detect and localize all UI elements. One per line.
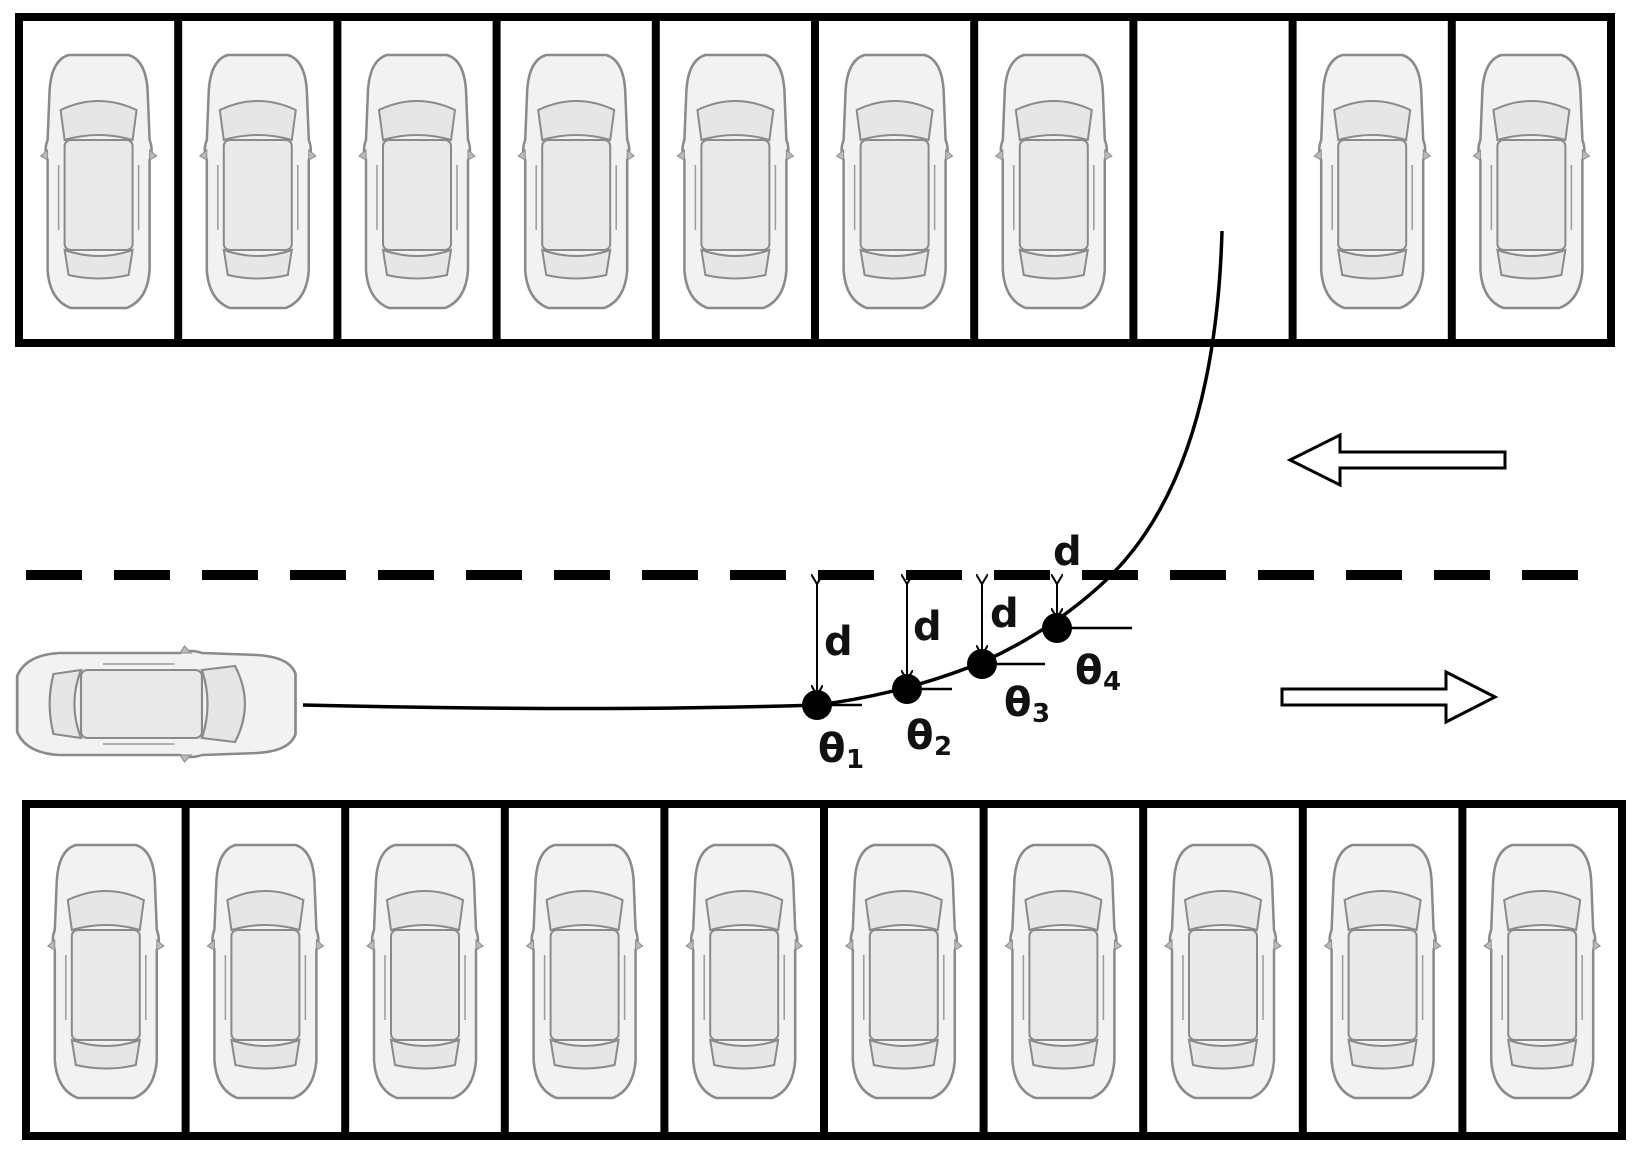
svg-text:4: 4: [1103, 667, 1121, 697]
top-row-parked-car: [357, 53, 477, 310]
moving-car: [15, 644, 297, 764]
theta-label-2: θ 2: [906, 713, 952, 762]
top-row-parked-car: [835, 53, 954, 310]
svg-text:3: 3: [1032, 699, 1050, 729]
d-label-3: d: [990, 591, 1019, 637]
bottom-row-parked-car: [365, 843, 485, 1100]
top-row-parked-car: [198, 53, 318, 310]
top-row-empty-slot: [1139, 23, 1286, 337]
bottom-row-parked-car: [844, 843, 964, 1100]
d-label-1: d: [824, 619, 853, 665]
top-row-parked-car: [516, 53, 636, 310]
bottom-row-parked-car: [1163, 843, 1283, 1100]
distance-arrows: [817, 584, 1057, 695]
trajectory-point-1: [802, 690, 832, 720]
trajectory-points: [802, 613, 1072, 720]
theta-label-1: θ 1: [818, 726, 864, 775]
svg-text:θ: θ: [906, 713, 933, 759]
bottom-row-parked-car: [46, 843, 166, 1100]
svg-text:2: 2: [934, 732, 952, 762]
svg-text:θ: θ: [1075, 648, 1102, 694]
bottom-row-parked-car: [684, 843, 804, 1100]
top-row-parked-car: [676, 53, 795, 310]
bottom-row-parked-car: [206, 843, 325, 1100]
svg-text:θ: θ: [818, 726, 845, 772]
d-label-2: d: [913, 604, 942, 650]
d-label-4: d: [1053, 529, 1082, 575]
hollow-arrow-right-icon: [1280, 669, 1499, 725]
bottom-row-parked-car: [1004, 843, 1123, 1100]
top-row-parked-car: [994, 53, 1114, 310]
bottom-parking-row: [22, 800, 1626, 1140]
bottom-row-parked-car: [1323, 843, 1442, 1100]
theta-label-3: θ 3: [1004, 680, 1050, 729]
trajectory-point-3: [967, 649, 997, 679]
bottom-row-parked-car: [525, 843, 644, 1100]
hollow-arrow-left-icon: [1286, 432, 1507, 488]
bottom-row-parked-car: [1482, 843, 1602, 1100]
svg-text:1: 1: [846, 745, 864, 775]
trajectory-point-2: [892, 674, 922, 704]
top-parking-row: [15, 13, 1615, 347]
trajectory-point-4: [1042, 613, 1072, 643]
top-row-parked-car: [1472, 53, 1591, 310]
theta-label-4: θ 4: [1075, 648, 1121, 697]
svg-text:θ: θ: [1004, 680, 1031, 726]
top-row-parked-car: [39, 53, 158, 310]
top-row-parked-car: [1312, 53, 1432, 310]
